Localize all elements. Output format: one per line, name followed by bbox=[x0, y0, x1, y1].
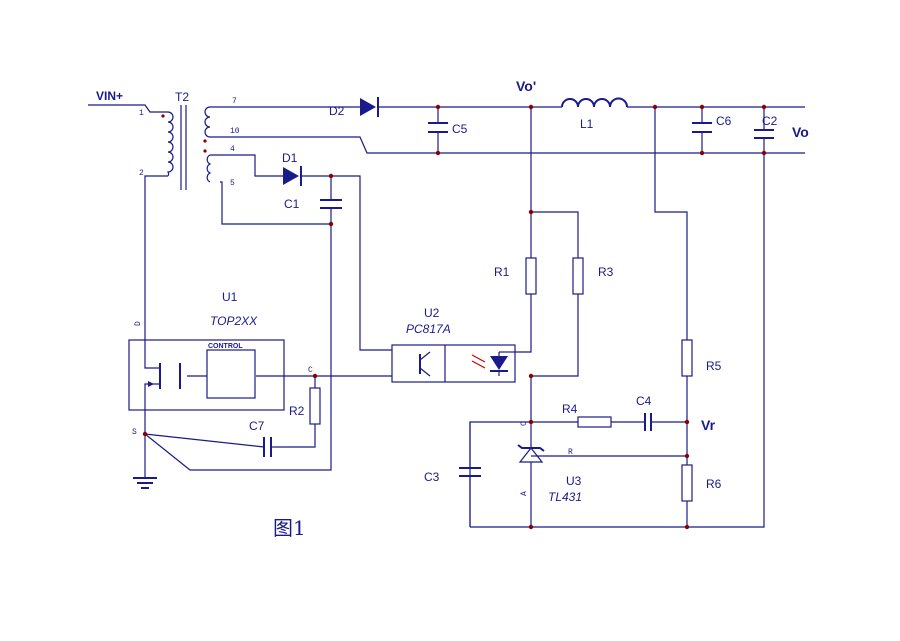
pin-d-label: D bbox=[134, 321, 143, 326]
label-r1: R1 bbox=[494, 265, 510, 279]
pin-1-label: 1 bbox=[139, 109, 144, 118]
capacitor-c6 bbox=[692, 122, 712, 133]
capacitor-c5 bbox=[428, 122, 448, 133]
label-u3: U3 bbox=[566, 474, 582, 488]
label-c5: C5 bbox=[452, 122, 468, 136]
label-control: CONTROL bbox=[208, 343, 243, 350]
figure-caption: 图1 bbox=[273, 516, 306, 540]
resistors bbox=[309, 257, 693, 502]
capacitor-c2 bbox=[754, 129, 774, 139]
pin-k-label: C bbox=[520, 421, 529, 426]
ground-symbol bbox=[133, 477, 157, 489]
optocoupler-u2 bbox=[391, 344, 516, 383]
label-u2: U2 bbox=[424, 306, 440, 320]
label-r2: R2 bbox=[289, 404, 305, 418]
pin-r-label: R bbox=[568, 448, 573, 457]
label-l1: L1 bbox=[580, 117, 594, 131]
diode-d1 bbox=[283, 166, 302, 186]
label-c3: C3 bbox=[424, 470, 440, 484]
pin-c-label: C bbox=[308, 366, 313, 375]
transformer-t2 bbox=[161, 105, 212, 190]
label-c6: C6 bbox=[716, 114, 732, 128]
ic-u1 bbox=[128, 339, 285, 411]
label-r6: R6 bbox=[706, 477, 722, 491]
label-vin: VIN+ bbox=[96, 89, 123, 103]
pin-2-label: 2 bbox=[139, 169, 144, 178]
label-r3: R3 bbox=[598, 265, 614, 279]
label-u1-part: TOP2XX bbox=[210, 314, 258, 328]
diode-d2 bbox=[360, 97, 379, 117]
label-d2: D2 bbox=[329, 104, 345, 118]
label-c4: C4 bbox=[636, 394, 652, 408]
capacitor-c4 bbox=[644, 413, 652, 431]
label-d1: D1 bbox=[282, 151, 298, 165]
label-u3-part: TL431 bbox=[548, 490, 582, 504]
label-u2-part: PC817A bbox=[406, 322, 451, 336]
label-r4: R4 bbox=[562, 402, 578, 416]
pin-a-label: A bbox=[520, 491, 529, 496]
pin-s-label: S bbox=[132, 428, 137, 437]
inductor-l1 bbox=[561, 97, 628, 108]
capacitor-c7 bbox=[263, 437, 275, 457]
pin-5-label: 5 bbox=[230, 179, 235, 188]
label-r5: R5 bbox=[706, 359, 722, 373]
junctions bbox=[142, 104, 767, 530]
label-c2: C2 bbox=[762, 114, 778, 128]
label-vr: Vr bbox=[701, 417, 716, 433]
wires bbox=[88, 104, 805, 528]
label-c1: C1 bbox=[284, 197, 300, 211]
label-vo: Vo bbox=[792, 124, 809, 140]
pin-10-label: 10 bbox=[230, 127, 240, 136]
label-c7: C7 bbox=[249, 419, 265, 433]
pin-4-label: 4 bbox=[230, 145, 235, 154]
label-u1: U1 bbox=[222, 290, 238, 304]
shunt-regulator-u3 bbox=[517, 444, 545, 463]
capacitor-c1 bbox=[320, 199, 342, 209]
labels: VIN+ T2 1 2 7 10 4 5 D2 Vo' C5 L1 C6 C2 … bbox=[96, 78, 809, 540]
capacitor-c3 bbox=[459, 467, 481, 477]
pin-7-label: 7 bbox=[232, 97, 237, 106]
label-vo-prime: Vo' bbox=[516, 78, 536, 94]
label-t2: T2 bbox=[175, 90, 189, 104]
